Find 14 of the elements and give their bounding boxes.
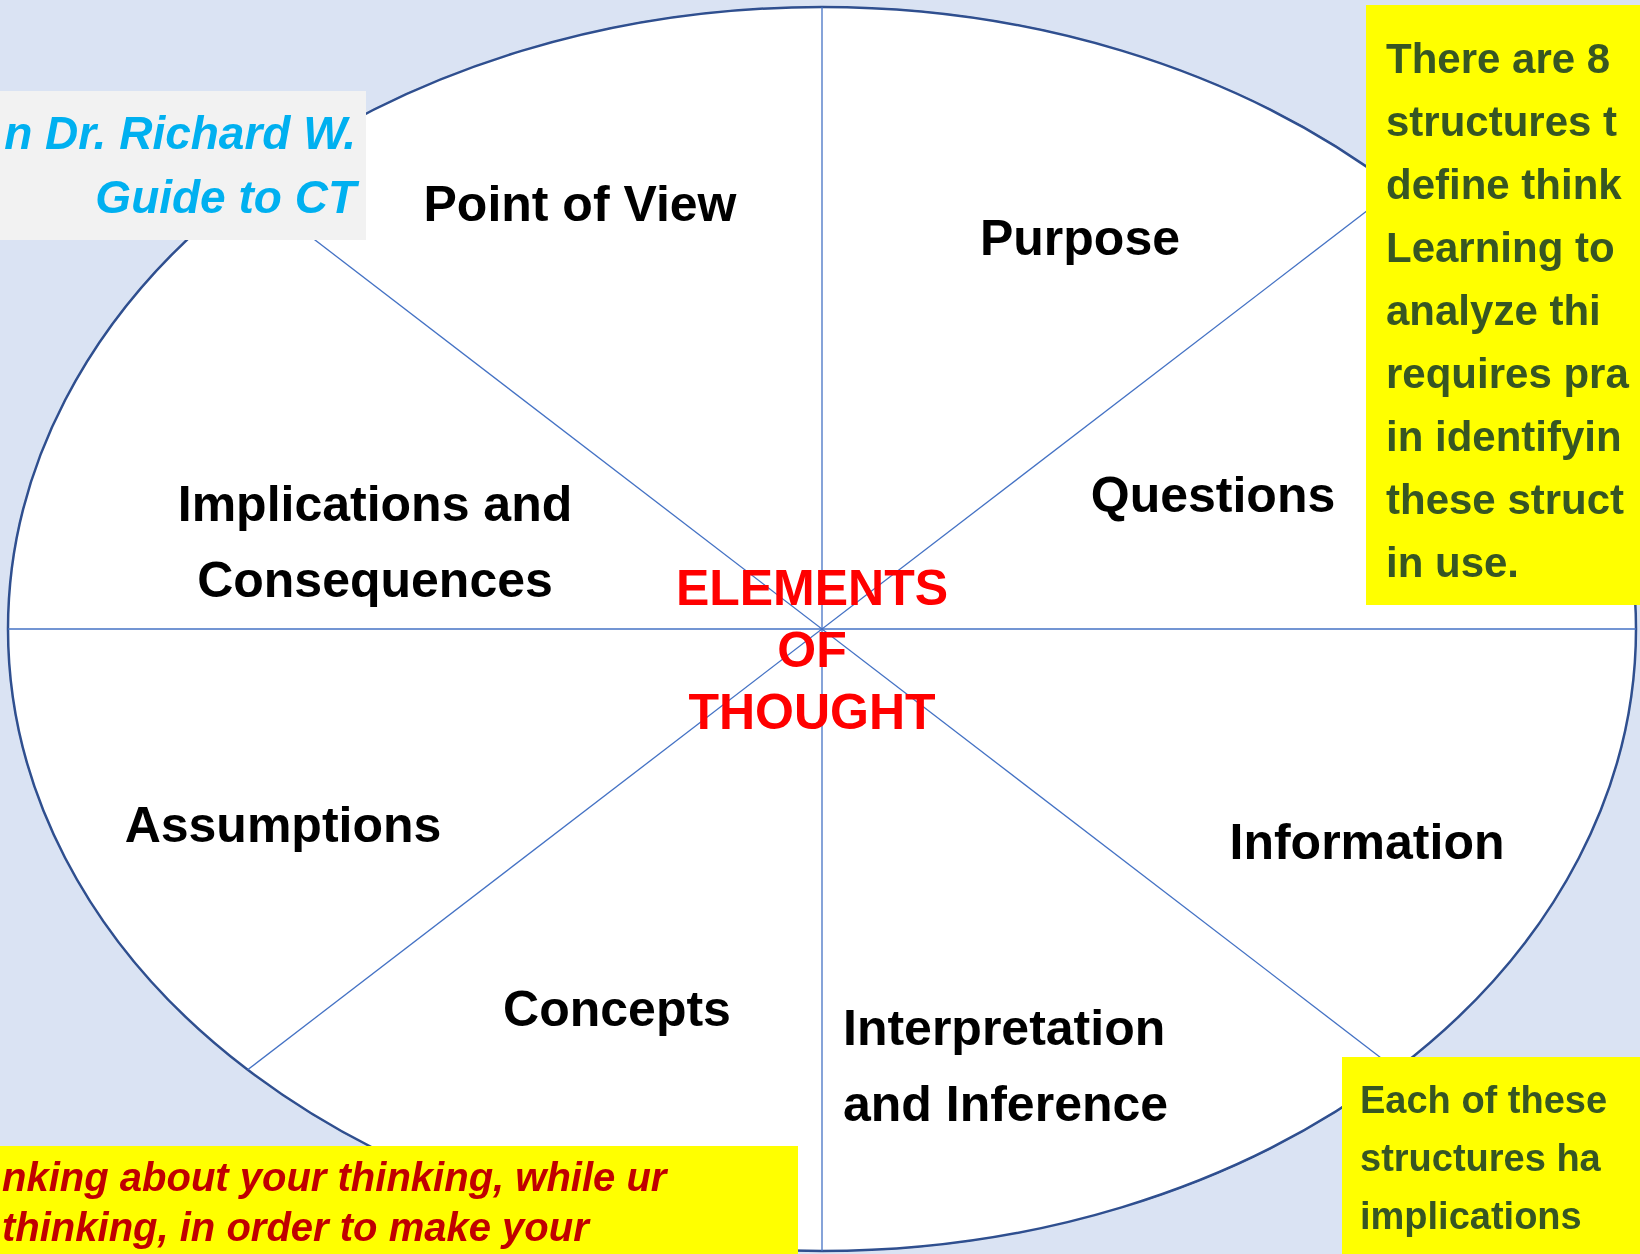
note-box bbox=[0, 1146, 798, 1254]
element-label: Assumptions bbox=[123, 796, 443, 855]
element-label: Implications and Consequences bbox=[176, 475, 574, 610]
note-box bbox=[0, 91, 366, 240]
element-label: Interpretation and Inference bbox=[843, 999, 1170, 1134]
element-label: Concepts bbox=[502, 980, 732, 1039]
element-label: Point of View bbox=[422, 175, 738, 234]
element-label: Questions bbox=[1089, 466, 1337, 525]
element-label: Information bbox=[1228, 813, 1506, 872]
note-text: There are 8 structures t define think Learning to analyze thi requires pra in identifyin these struct in use. bbox=[1386, 34, 1630, 588]
note-text: nking about your thinking, while ur thinking, in order to make your bbox=[2, 1154, 669, 1251]
note-text: Each of these structures ha implications bbox=[1360, 1078, 1609, 1239]
note-box bbox=[1342, 1057, 1640, 1254]
element-label: Purpose bbox=[978, 209, 1182, 268]
